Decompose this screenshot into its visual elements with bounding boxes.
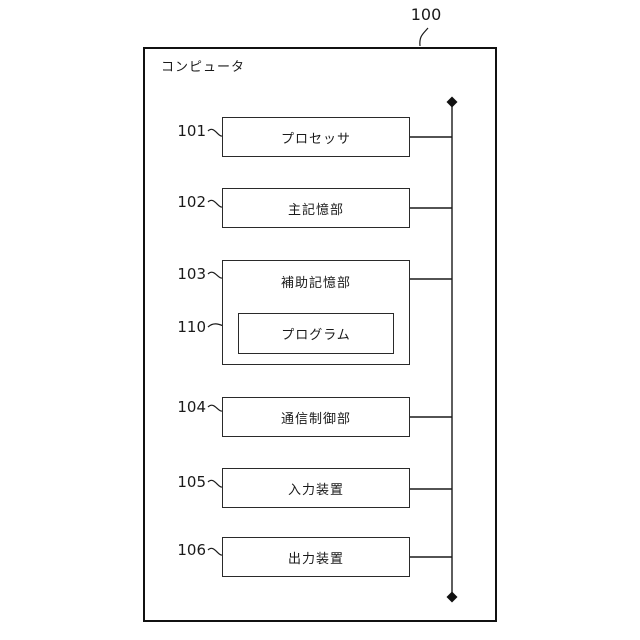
leader-101 [207, 128, 223, 137]
block-output-device-label: 出力装置 [287, 551, 344, 567]
computer-container-label: コンピュータ [161, 60, 246, 75]
block-comm-control-label: 通信制御部 [280, 411, 351, 427]
block-program-label: プログラム [281, 328, 351, 343]
block-processor: プロセッサ [222, 117, 410, 157]
leader-103 [207, 271, 223, 279]
computer-container-box [143, 47, 497, 622]
block-output-device: 出力装置 [222, 537, 410, 577]
block-main-memory: 主記憶部 [222, 188, 410, 228]
ref-label-input-device: 105 [177, 473, 206, 491]
ref-label-program: 110 [177, 318, 206, 336]
leader-100 [419, 27, 429, 47]
block-main-memory-label: 主記憶部 [287, 202, 344, 218]
block-input-device: 入力装置 [222, 468, 410, 508]
block-comm-control: 通信制御部 [222, 397, 410, 437]
bus-endpoint-bottom-diamond [446, 591, 458, 603]
block-processor-label: プロセッサ [280, 131, 351, 147]
figure-ref-label: 100 [410, 5, 442, 24]
block-aux-storage-label: 補助記憶部 [280, 276, 351, 291]
block-input-device-label: 入力装置 [287, 482, 344, 498]
leader-102 [207, 199, 223, 208]
ref-label-aux-storage: 103 [177, 265, 206, 283]
block-program: プログラム [238, 313, 394, 354]
ref-label-output-device: 106 [177, 541, 206, 559]
ref-label-processor: 101 [177, 122, 206, 140]
bus-endpoint-top-diamond [446, 96, 458, 108]
leader-105 [207, 479, 223, 488]
ref-label-comm-control: 104 [177, 398, 206, 416]
leader-104 [207, 404, 223, 412]
leader-106 [207, 547, 223, 556]
ref-label-main-memory: 102 [177, 193, 206, 211]
